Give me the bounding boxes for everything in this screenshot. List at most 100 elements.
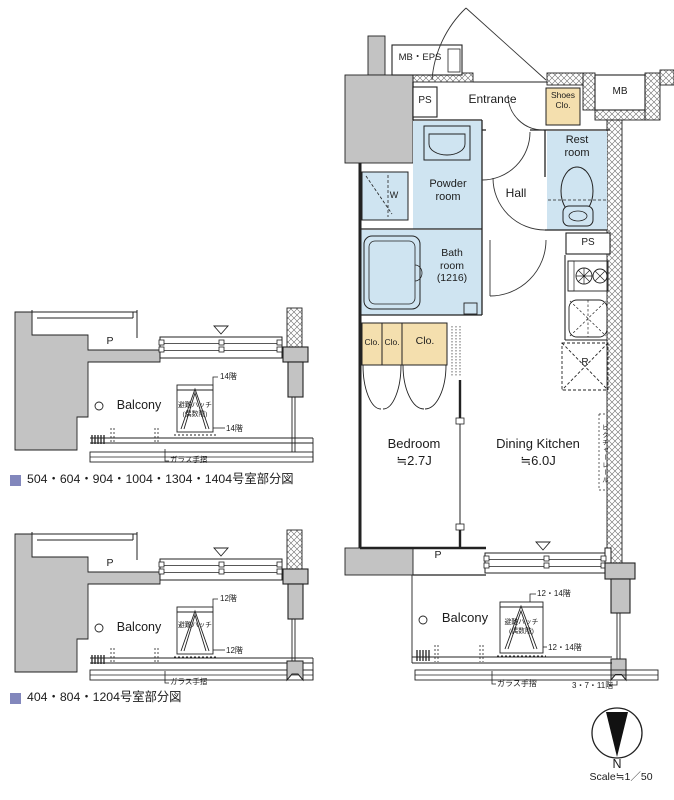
washer-dashes (365, 175, 393, 217)
floors-label-pillar: 3・7・11階 (572, 681, 614, 690)
glass-rail-label-lower: ガラス手摺 (170, 677, 208, 686)
compass-north-label: N (612, 757, 622, 771)
pillar (282, 346, 309, 398)
entrance-door-arc (431, 7, 467, 81)
hatch-label-upper: 避難ハッチ(偶数階) (178, 402, 212, 419)
glass-rail-leader (164, 449, 169, 462)
room-label-mb: MB (612, 86, 628, 97)
pillar-right (604, 562, 636, 614)
window-symbol-main (483, 541, 607, 574)
entrance-door-leaf (465, 7, 547, 81)
balcony-drain (94, 401, 104, 411)
closet-label-1: Clo. (364, 337, 380, 347)
floors-label-hatch-top: 12・14階 (537, 589, 571, 598)
shoes-closet-box (545, 87, 581, 126)
sink-symbol (568, 299, 608, 338)
pillar-label-upper: P (106, 335, 114, 347)
floor-label-lower-top: 12階 (220, 594, 237, 603)
restroom-door-arc (492, 177, 546, 231)
hatch-label-lower: 避難ハッチ (178, 622, 212, 629)
closet-label-3: Clo. (415, 335, 435, 347)
main-floor-plan (344, 7, 674, 686)
room-label-hall: Hall (505, 186, 527, 200)
closet-folding-doors (362, 364, 447, 410)
washer-box (361, 171, 409, 221)
leader-top (529, 593, 536, 602)
window-marker-triangle (535, 541, 551, 551)
room-label-ps-top: PS (418, 95, 432, 106)
caption-lower: 404・804・1204号室部分図 (27, 690, 182, 704)
room-label-bedroom: Bedroom≒2.7J (387, 436, 441, 468)
gray-structure (14, 533, 161, 673)
pillar-label-lower: P (106, 557, 114, 569)
entrance-inner-arc (507, 94, 544, 131)
railing (89, 401, 314, 463)
upper-room-lines (31, 310, 138, 338)
floor-label-upper-top: 14階 (220, 372, 237, 381)
glass-rail-leader (164, 671, 169, 684)
window-symbol (158, 547, 283, 581)
picture-rail-label: ピクチャーレール (600, 424, 608, 484)
floor-label-upper-bottom: 14階 (226, 424, 243, 433)
closet-label-2: Clo. (384, 337, 400, 347)
glass-rail-label-upper: ガラス手摺 (170, 455, 208, 464)
interior-walls (360, 82, 612, 576)
pillar (282, 568, 309, 620)
stove-symbol (567, 260, 609, 292)
balcony-label-upper: Balcony (116, 398, 162, 412)
balcony-label-lower: Balcony (116, 620, 162, 634)
washbasin-symbol (423, 125, 471, 161)
refrigerator-space (561, 342, 609, 391)
ps-box-kitchen (565, 232, 611, 255)
ps-box-top (412, 86, 438, 118)
hatch-label-main: 避難ハッチ(偶数階) (504, 619, 539, 636)
room-label-dining-kitchen: Dining Kitchen≒6.0J (496, 436, 580, 468)
pillar-bottom-notched (286, 660, 304, 682)
wet-areas (360, 121, 607, 315)
upper-room-lines (31, 532, 138, 560)
room-label-entrance: Entrance (468, 92, 517, 106)
label-refrigerator: R (581, 357, 589, 368)
closet-jamb-dotted (451, 326, 461, 377)
balcony-drain (418, 615, 428, 625)
bathtub-symbol (363, 235, 478, 315)
gray-structure (14, 311, 161, 451)
glass-rail-leader-main (491, 671, 496, 685)
floor-label-lower-bottom: 12階 (226, 646, 243, 655)
balcony-main-lines (411, 574, 659, 681)
hall-dk-door-arc (489, 239, 547, 297)
balcony-drain (94, 623, 104, 633)
hatched-wall (286, 307, 303, 349)
pillar-label-main: P (434, 549, 442, 561)
balcony-label-main: Balcony (441, 610, 489, 625)
picture-rail-dashes (598, 413, 606, 491)
pillar-floors-leader (609, 681, 618, 686)
railing (89, 623, 314, 681)
window-symbol (158, 325, 283, 359)
toilet-symbol (548, 166, 607, 227)
door-arcs (431, 7, 547, 297)
compass (591, 707, 643, 759)
caption-upper: 504・604・904・1004・1304・1404号室部分図 (27, 472, 294, 486)
glass-rail-label-main: ガラス手摺 (497, 679, 537, 688)
closet-row (361, 322, 448, 366)
evacuation-hatch (174, 598, 225, 658)
partial-plan-lower (14, 529, 314, 684)
room-label-mb-eps: MB・EPS (398, 52, 442, 63)
powder-door-arc (481, 131, 531, 181)
compass-circle (591, 707, 643, 759)
mb-box (594, 74, 646, 111)
north-needle (606, 712, 628, 757)
caption-bullet-upper (10, 475, 21, 486)
kitchen-counter (564, 255, 607, 341)
compass-scale-label: Scale≒1／50 (589, 771, 653, 783)
room-label-washer: W (389, 190, 399, 200)
evacuation-hatch (174, 376, 225, 436)
evacuation-hatch-main (497, 593, 547, 657)
